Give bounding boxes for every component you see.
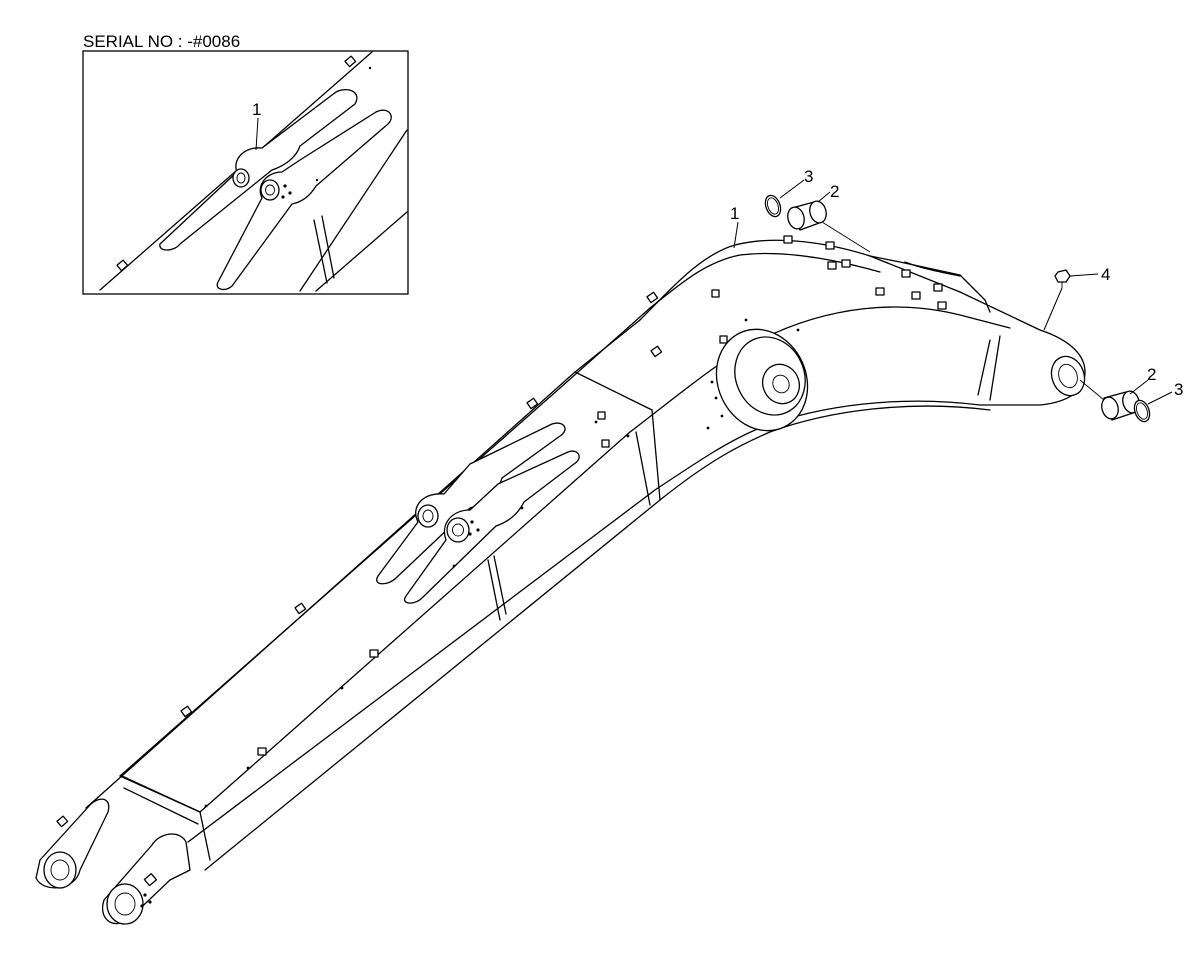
upper-ring	[764, 194, 782, 218]
lower-ring	[1133, 399, 1151, 423]
grease-fitting	[1054, 269, 1071, 288]
callout-2-upper-bushing: 2	[830, 182, 839, 201]
arm-assembly	[35, 235, 1086, 925]
arm-top-edge	[85, 239, 1086, 809]
arm-mid-bracket	[376, 422, 580, 604]
inset-bracket-front	[159, 89, 358, 251]
arm-tip-end	[1050, 355, 1086, 397]
inset-bracket-rear	[216, 109, 392, 291]
arm-bottom-edge	[187, 371, 1086, 843]
arm-lugs	[180, 235, 947, 756]
callout-2-lower-bushing: 2	[1147, 365, 1156, 384]
upper-bushing	[787, 200, 827, 231]
serial-number-label: SERIAL NO : -#0086	[83, 32, 240, 51]
inset-detail: SERIAL NO : -#0086 1	[82, 32, 409, 295]
callout-4-fitting: 4	[1101, 265, 1110, 284]
callouts: 1 3 2 4 2 3	[730, 167, 1183, 405]
arm-bolt-holes	[204, 318, 800, 808]
callout-3-lower-ring: 3	[1174, 380, 1183, 399]
arm-foot-fork	[35, 798, 191, 925]
inset-callout-1: 1	[252, 100, 261, 119]
callout-1-arm: 1	[730, 204, 739, 223]
arm-boss	[715, 328, 809, 432]
callout-3-upper-ring: 3	[804, 167, 813, 186]
